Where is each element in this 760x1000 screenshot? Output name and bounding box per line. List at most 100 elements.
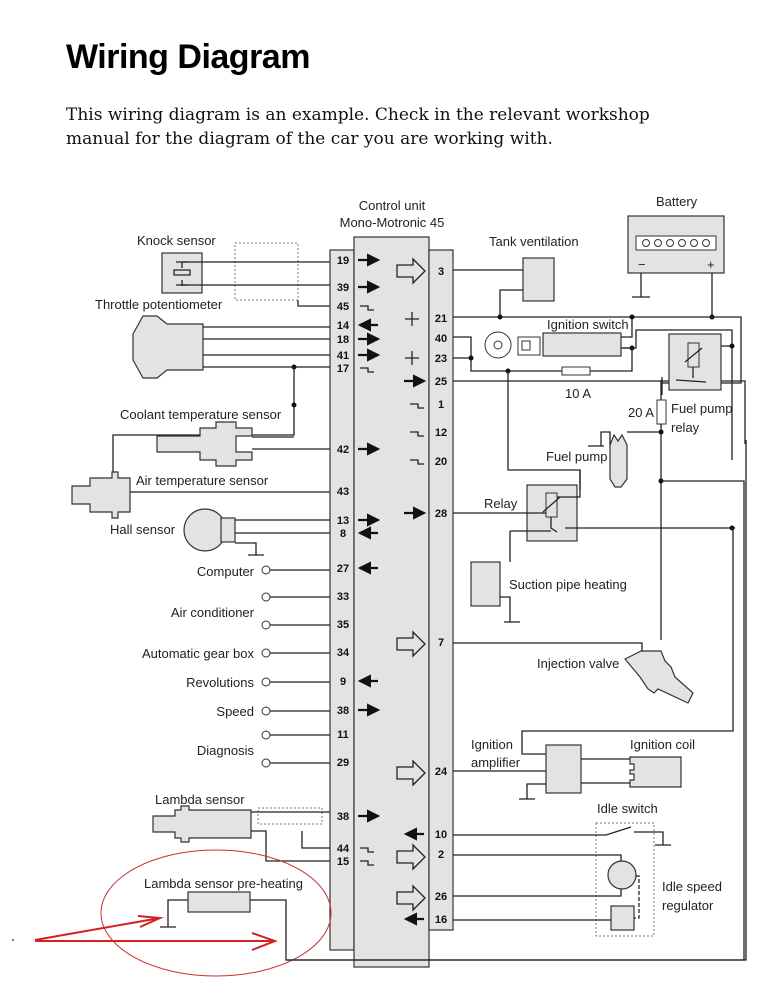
throttle-potentiometer-label: Throttle potentiometer <box>95 297 223 312</box>
idle-speed-regulator-label-1: Idle speed <box>662 879 722 894</box>
ground-bus <box>286 440 747 961</box>
knock-sensor: Knock sensor <box>137 233 330 307</box>
control-unit-body <box>353 236 430 968</box>
pin-label: 7 <box>438 637 444 649</box>
pin-label: 17 <box>337 363 349 375</box>
pin-label: 1 <box>438 399 444 411</box>
knock-sensor-label: Knock sensor <box>137 233 216 248</box>
relay-label: Relay <box>484 496 518 511</box>
pin-label: 25 <box>435 376 447 388</box>
pin-label: 9 <box>340 676 346 688</box>
fuel-pump-label: Fuel pump <box>546 449 607 464</box>
highlight-ellipse <box>100 849 332 977</box>
pin-label: 35 <box>337 619 349 631</box>
ignition-amplifier: Ignition amplifier <box>453 528 734 800</box>
lambda-sensor: Lambda sensor <box>152 792 330 862</box>
pin-label: 18 <box>337 334 349 346</box>
pin-label: 8 <box>340 528 346 540</box>
pin-label: 40 <box>435 333 447 345</box>
pin-label: 11 <box>337 729 349 741</box>
coolant-temperature-sensor: Coolant temperature sensor <box>120 402 330 467</box>
idle-speed-regulator: Idle speed regulator <box>453 854 722 931</box>
fuel-pump-relay-label-1: Fuel pump <box>671 401 732 416</box>
injection-valve-label: Injection valve <box>537 656 619 671</box>
pin-label: 41 <box>337 350 349 362</box>
hall-sensor-label: Hall sensor <box>110 522 176 537</box>
pin-label: 43 <box>337 486 349 498</box>
fuse-10a-label: 10 A <box>565 386 591 401</box>
pin-label: 23 <box>435 353 447 365</box>
pin-label: 16 <box>435 914 447 926</box>
ignition-switch: Ignition switch 10 A <box>453 314 746 490</box>
ignition-amplifier-label-2: amplifier <box>471 755 521 770</box>
red-annotation <box>12 849 332 977</box>
lambda-sensor-preheating-label: Lambda sensor pre-heating <box>144 876 303 891</box>
fuel-pump-relay-label-2: relay <box>671 420 700 435</box>
pin-label: 3 <box>438 266 444 278</box>
coolant-temperature-sensor-label: Coolant temperature sensor <box>120 407 282 422</box>
pin-label: 24 <box>435 766 448 778</box>
tank-ventilation-label: Tank ventilation <box>489 234 579 249</box>
pin-label: 15 <box>337 856 349 868</box>
air-temperature-sensor: Air temperature sensor <box>71 471 330 519</box>
right-pin-strip <box>428 249 454 931</box>
pin-label: 13 <box>337 515 349 527</box>
diagnosis-label: Diagnosis <box>197 743 255 758</box>
suction-pipe-heating-label: Suction pipe heating <box>509 577 627 592</box>
lambda-sensor-label: Lambda sensor <box>155 792 245 807</box>
ignition-coil-label: Ignition coil <box>630 737 695 752</box>
pin-label: 14 <box>337 320 350 332</box>
pin-label: 20 <box>435 456 447 468</box>
speed-label: Speed <box>216 704 254 719</box>
idle-switch: Idle switch <box>453 801 671 937</box>
pin-label: 39 <box>337 282 349 294</box>
battery-plus: + <box>707 257 715 272</box>
pin-label: 34 <box>337 647 350 659</box>
pin-label: 28 <box>435 508 447 520</box>
pin-label: 38 <box>337 811 349 823</box>
relay: Relay <box>453 470 735 562</box>
pin-label: 27 <box>337 563 349 575</box>
pin-label: 33 <box>337 591 349 603</box>
control-unit: Control unit Mono-Motronic 45 <box>329 198 454 968</box>
pin-label: 21 <box>435 313 447 325</box>
red-arrow-icon <box>34 915 164 941</box>
fuel-pump: Fuel pump <box>546 431 661 488</box>
idle-speed-regulator-label-2: regulator <box>662 898 714 913</box>
computer-label: Computer <box>197 564 255 579</box>
fuel-pump-relay: Fuel pump relay 20 A <box>621 329 745 960</box>
signal-arrows <box>357 253 427 926</box>
automatic-gear-box-label: Automatic gear box <box>142 646 255 661</box>
pin-label: 29 <box>337 757 349 769</box>
pin-label: 2 <box>438 849 444 861</box>
injection-valve: Injection valve <box>453 642 694 704</box>
suction-pipe-heating: Suction pipe heating <box>470 561 627 623</box>
pin-label: 38 <box>337 705 349 717</box>
control-unit-title: Control unit <box>359 198 426 213</box>
air-temperature-sensor-label: Air temperature sensor <box>136 473 269 488</box>
left-pin-labels: 19 39 45 14 18 41 17 42 43 13 8 27 33 35… <box>337 255 350 868</box>
battery-minus: − <box>638 257 646 272</box>
control-unit-model: Mono-Motronic 45 <box>340 215 445 230</box>
external-signals: Computer Air conditioner Automatic gear … <box>142 564 330 768</box>
ignition-amplifier-label-1: Ignition <box>471 737 513 752</box>
ignition-switch-label: Ignition switch <box>547 317 629 332</box>
throttle-potentiometer: Throttle potentiometer <box>95 297 330 505</box>
hall-sensor: Hall sensor <box>110 508 330 556</box>
red-arrow-icon <box>35 932 278 951</box>
pin-label: 26 <box>435 891 447 903</box>
pin-label: 12 <box>435 427 447 439</box>
lambda-sensor-preheating: Lambda sensor pre-heating <box>144 876 745 961</box>
idle-switch-label: Idle switch <box>597 801 658 816</box>
tank-ventilation: Tank ventilation <box>453 234 579 317</box>
revolutions-label: Revolutions <box>186 675 254 690</box>
battery: Battery − + <box>627 194 725 320</box>
battery-label: Battery <box>656 194 698 209</box>
intro-text: This wiring diagram is an example. Check… <box>66 105 650 149</box>
pin-label: 10 <box>435 829 447 841</box>
air-conditioner-label: Air conditioner <box>171 605 255 620</box>
pin-label: 19 <box>337 255 349 267</box>
page-title: Wiring Diagram <box>66 38 310 76</box>
right-pin-labels: 3 21 40 23 25 1 12 20 28 7 24 10 2 26 16 <box>435 266 448 926</box>
